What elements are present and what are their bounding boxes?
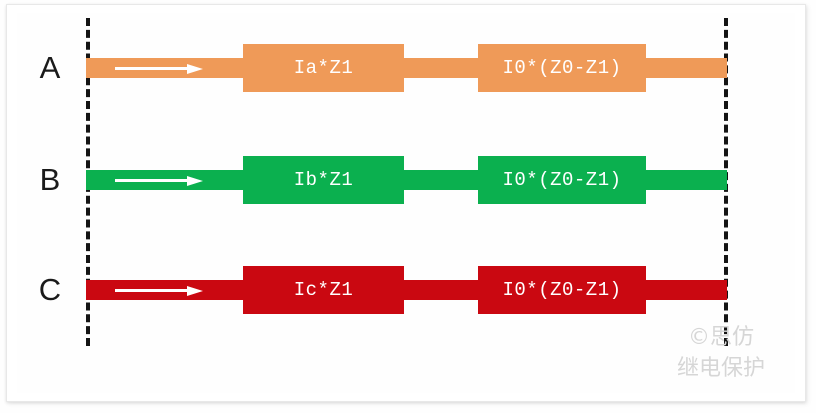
right-arrow-icon-b [115, 176, 205, 186]
phase-row-b: B Ib*Z1 I0*(Z0-Z1) [0, 150, 816, 210]
phase-label-b: B [39, 162, 61, 197]
block-c-1: Ic*Z1 [243, 266, 404, 314]
arrow-head-c [187, 286, 203, 296]
block-a-1: Ia*Z1 [243, 44, 404, 92]
block-a-2: I0*(Z0-Z1) [478, 44, 646, 92]
block-c-2: I0*(Z0-Z1) [478, 266, 646, 314]
right-arrow-icon-c [115, 286, 205, 296]
right-arrow-icon-a [115, 64, 205, 74]
phase-label-c: C [38, 272, 62, 307]
phase-row-a: A Ia*Z1 I0*(Z0-Z1) [0, 38, 816, 98]
arrow-head-b [187, 176, 203, 186]
watermark-line-1: ©思仿 [687, 325, 754, 350]
watermark-line-2: 继电保护 [676, 356, 765, 381]
arrow-shaft-a [115, 67, 191, 70]
block-b-2: I0*(Z0-Z1) [478, 156, 646, 204]
block-b-1: Ib*Z1 [243, 156, 404, 204]
arrow-shaft-c [115, 289, 191, 292]
phase-label-a: A [39, 50, 61, 85]
watermark: ©思仿 继电保护 [636, 322, 806, 384]
arrow-head-a [187, 64, 203, 74]
phase-row-c: C Ic*Z1 I0*(Z0-Z1) [0, 260, 816, 320]
arrow-shaft-b [115, 179, 191, 182]
